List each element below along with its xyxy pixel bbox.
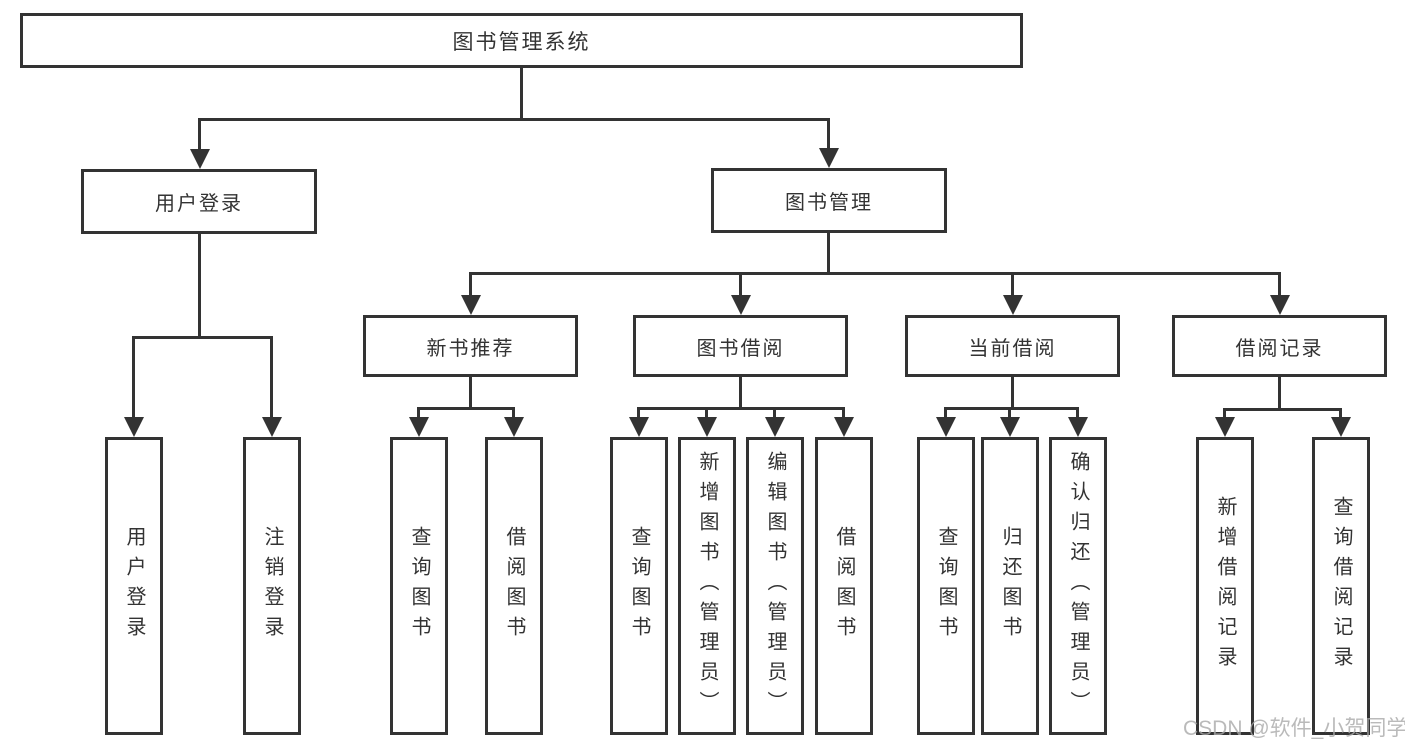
- connector-leaf-stem: [842, 407, 845, 417]
- node-book-management: 图书管理: [711, 168, 947, 233]
- connector-new-book-stem: [469, 377, 472, 407]
- connector-leaf-stem: [1339, 408, 1342, 417]
- leaf-query-books-recommend-label: 查询图书: [408, 526, 430, 646]
- arrow-down-icon: [765, 417, 785, 437]
- leaf-borrow-books-label: 借阅图书: [833, 526, 855, 646]
- leaf-borrow-books-recommend-label: 借阅图书: [503, 526, 525, 646]
- arrow-down-icon: [409, 417, 429, 437]
- arrow-down-icon: [1068, 417, 1088, 437]
- csdn-watermark: CSDN @软件_小贺同学: [1183, 717, 1405, 740]
- leaf-query-books-current-label: 查询图书: [935, 526, 957, 646]
- leaf-logout-label: 注销登录: [261, 526, 283, 646]
- node-new-book-recommend-label: 新书推荐: [426, 337, 515, 360]
- connector-to-borrow-record: [1278, 272, 1281, 295]
- leaf-borrow-books: 借阅图书: [815, 437, 873, 735]
- arrow-down-icon: [697, 417, 717, 437]
- node-current-borrowing-label: 当前借阅: [968, 337, 1057, 360]
- leaf-query-books-recommend: 查询图书: [390, 437, 448, 735]
- arrow-down-icon: [1003, 295, 1023, 315]
- node-library-system-label: 图书管理系统: [452, 30, 591, 54]
- leaf-user-login: 用户登录: [105, 437, 163, 735]
- node-user-login-label: 用户登录: [155, 193, 243, 215]
- leaf-add-borrow-record: 新增借阅记录: [1196, 437, 1254, 735]
- connector-book-borrow-stem: [739, 377, 742, 407]
- leaf-query-books-borrow: 查询图书: [610, 437, 668, 735]
- connector-root-stem: [520, 68, 523, 118]
- connector-current-borrow-branch: [944, 407, 1078, 410]
- arrow-down-icon: [936, 417, 956, 437]
- connector-leaf-stem: [1076, 407, 1079, 417]
- connector-leaf-stem: [1008, 407, 1011, 417]
- arrow-down-icon: [819, 148, 839, 168]
- connector-book-borrow-branch: [637, 407, 845, 410]
- leaf-logout: 注销登录: [243, 437, 301, 735]
- node-user-login: 用户登录: [81, 169, 317, 234]
- leaf-edit-books-admin: 编辑图书（管理员）: [746, 437, 804, 735]
- arrow-down-icon: [629, 417, 649, 437]
- connector-leaf-stem: [637, 407, 640, 417]
- arrow-down-icon: [262, 417, 282, 437]
- connector-user-login-branch: [132, 336, 273, 339]
- connector-borrow-record-branch: [1223, 408, 1341, 411]
- connector-new-book-branch: [417, 407, 515, 410]
- leaf-add-books-admin-label: 新增图书（管理员）: [696, 451, 718, 721]
- leaf-confirm-return-admin-label: 确认归还（管理员）: [1067, 451, 1089, 721]
- connector-to-book-mgmt: [827, 118, 830, 148]
- connector-borrow-record-stem: [1278, 377, 1281, 408]
- leaf-add-borrow-record-label: 新增借阅记录: [1214, 496, 1236, 676]
- node-book-borrowing: 图书借阅: [633, 315, 848, 377]
- leaf-user-login-label: 用户登录: [123, 526, 145, 646]
- leaf-return-books-label: 归还图书: [999, 526, 1021, 646]
- connector-leaf-stem: [773, 407, 776, 417]
- leaf-add-books-admin: 新增图书（管理员）: [678, 437, 736, 735]
- leaf-confirm-return-admin: 确认归还（管理员）: [1049, 437, 1107, 735]
- connector-to-leaf-login: [132, 336, 135, 417]
- connector-leaf-stem: [1223, 408, 1226, 417]
- connector-root-branch: [198, 118, 830, 121]
- leaf-query-borrow-record-label: 查询借阅记录: [1330, 496, 1352, 676]
- leaf-edit-books-admin-label: 编辑图书（管理员）: [764, 451, 786, 721]
- arrow-down-icon: [1215, 417, 1235, 437]
- arrow-down-icon: [1331, 417, 1351, 437]
- node-new-book-recommend: 新书推荐: [363, 315, 578, 377]
- connector-to-current-borrow: [1011, 272, 1014, 295]
- connector-current-borrow-stem: [1011, 377, 1014, 407]
- leaf-borrow-books-recommend: 借阅图书: [485, 437, 543, 735]
- connector-user-login-stem: [198, 234, 201, 336]
- connector-leaf-stem: [417, 407, 420, 417]
- connector-leaf-stem: [944, 407, 947, 417]
- node-book-borrowing-label: 图书借阅: [696, 337, 785, 360]
- node-book-management-label: 图书管理: [785, 192, 873, 214]
- connector-to-book-borrow: [739, 272, 742, 295]
- connector-to-leaf-logout: [270, 336, 273, 417]
- leaf-query-books-borrow-label: 查询图书: [628, 526, 650, 646]
- node-borrowing-records-label: 借阅记录: [1235, 337, 1324, 360]
- connector-leaf-stem: [705, 407, 708, 417]
- connector-book-mgmt-stem: [827, 233, 830, 272]
- leaf-return-books: 归还图书: [981, 437, 1039, 735]
- arrow-down-icon: [731, 295, 751, 315]
- arrow-down-icon: [834, 417, 854, 437]
- leaf-query-books-current: 查询图书: [917, 437, 975, 735]
- connector-to-user-login: [198, 118, 201, 149]
- node-borrowing-records: 借阅记录: [1172, 315, 1387, 377]
- arrow-down-icon: [190, 149, 210, 169]
- arrow-down-icon: [461, 295, 481, 315]
- node-library-system: 图书管理系统: [20, 13, 1023, 68]
- node-current-borrowing: 当前借阅: [905, 315, 1120, 377]
- connector-book-mgmt-branch: [469, 272, 1281, 275]
- connector-to-new-book: [469, 272, 472, 295]
- arrow-down-icon: [504, 417, 524, 437]
- leaf-query-borrow-record: 查询借阅记录: [1312, 437, 1370, 735]
- arrow-down-icon: [1000, 417, 1020, 437]
- arrow-down-icon: [124, 417, 144, 437]
- arrow-down-icon: [1270, 295, 1290, 315]
- connector-leaf-stem: [512, 407, 515, 417]
